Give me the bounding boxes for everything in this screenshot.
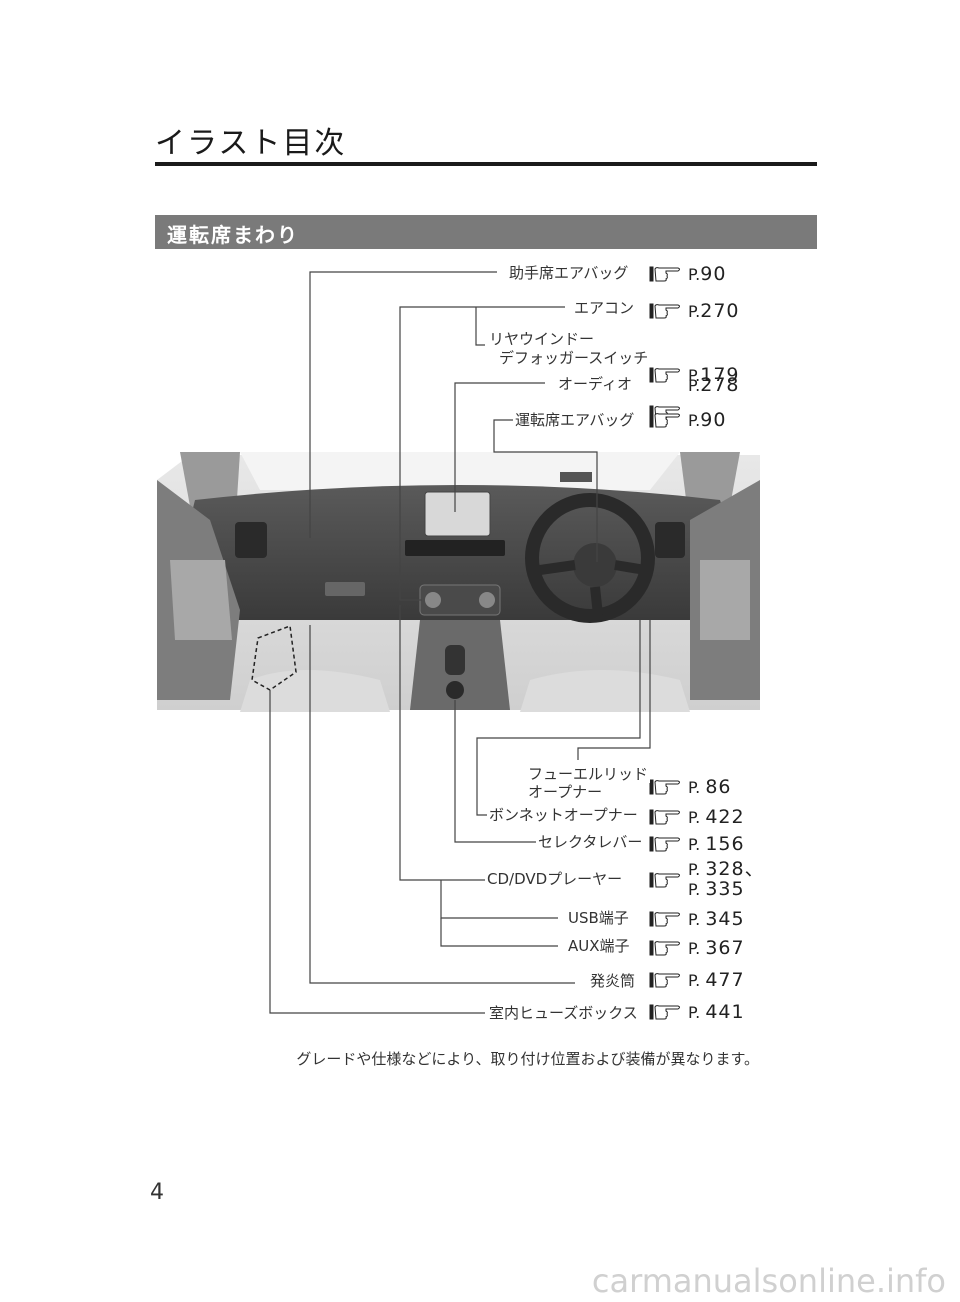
callout-fuse-box-ref: P. 441 xyxy=(688,1001,745,1023)
callout-flare-ref: P. 477 xyxy=(688,969,745,991)
callout-cd-dvd-label: CD/DVDプレーヤー xyxy=(485,870,625,888)
callout-aircon-label: エアコン xyxy=(572,299,637,317)
callout-usb-label: USB端子 xyxy=(566,909,631,927)
callout-audio-ref: P.278 xyxy=(688,374,740,396)
callout-selector-lever-ref: P. 156 xyxy=(688,833,745,855)
footer-watermark: carmanualsonline.info xyxy=(591,1262,946,1300)
page-number: 4 xyxy=(150,1180,164,1205)
hand-icons xyxy=(649,266,680,1020)
callout-fuse-box-label: 室内ヒューズボックス xyxy=(487,1004,640,1022)
callout-defogger-label-line2: デフォッガースイッチ xyxy=(497,349,651,367)
callout-fuel-lid-label-line1: フューエルリッド xyxy=(526,765,651,783)
section-title: 運転席まわり xyxy=(167,223,299,247)
callout-driver-airbag-ref: P.90 xyxy=(688,409,727,431)
callout-aux-ref: P. 367 xyxy=(688,937,745,959)
callout-defogger-ref: P.179 xyxy=(688,364,740,386)
equipment-note: グレードや仕様などにより、取り付け位置および装備が異なります。 xyxy=(296,1050,759,1068)
title-rule xyxy=(155,162,817,166)
callout-aux-label: AUX端子 xyxy=(566,937,632,955)
callout-cd-dvd-ref-2: P. 335 xyxy=(688,878,745,900)
page-title: イラスト目次 xyxy=(155,126,347,161)
callout-audio-label: オーディオ xyxy=(556,375,634,393)
callout-aircon-ref: P.270 xyxy=(688,300,740,322)
callout-defogger-label-line1: リヤウインドー xyxy=(487,330,597,348)
callout-fuel-lid-label-line2: オープナー xyxy=(526,783,605,801)
callout-selector-lever-label: セレクタレバー xyxy=(536,833,645,851)
callout-passenger-airbag-ref: P.90 xyxy=(688,263,727,285)
callout-fuel-lid-ref: P. 86 xyxy=(688,776,732,798)
callout-hood-opener-label: ボンネットオープナー xyxy=(487,806,640,824)
callout-passenger-airbag-label: 助手席エアバッグ xyxy=(507,264,631,282)
callout-hood-opener-ref: P. 422 xyxy=(688,806,745,828)
callout-driver-airbag-label: 運転席エアバッグ xyxy=(513,411,637,429)
section-header: 運転席まわり xyxy=(155,215,817,249)
callout-usb-ref: P. 345 xyxy=(688,908,745,930)
callout-flare-label: 発炎筒 xyxy=(588,972,638,990)
callout-cd-dvd-ref-1: P. 328、 xyxy=(688,858,765,880)
